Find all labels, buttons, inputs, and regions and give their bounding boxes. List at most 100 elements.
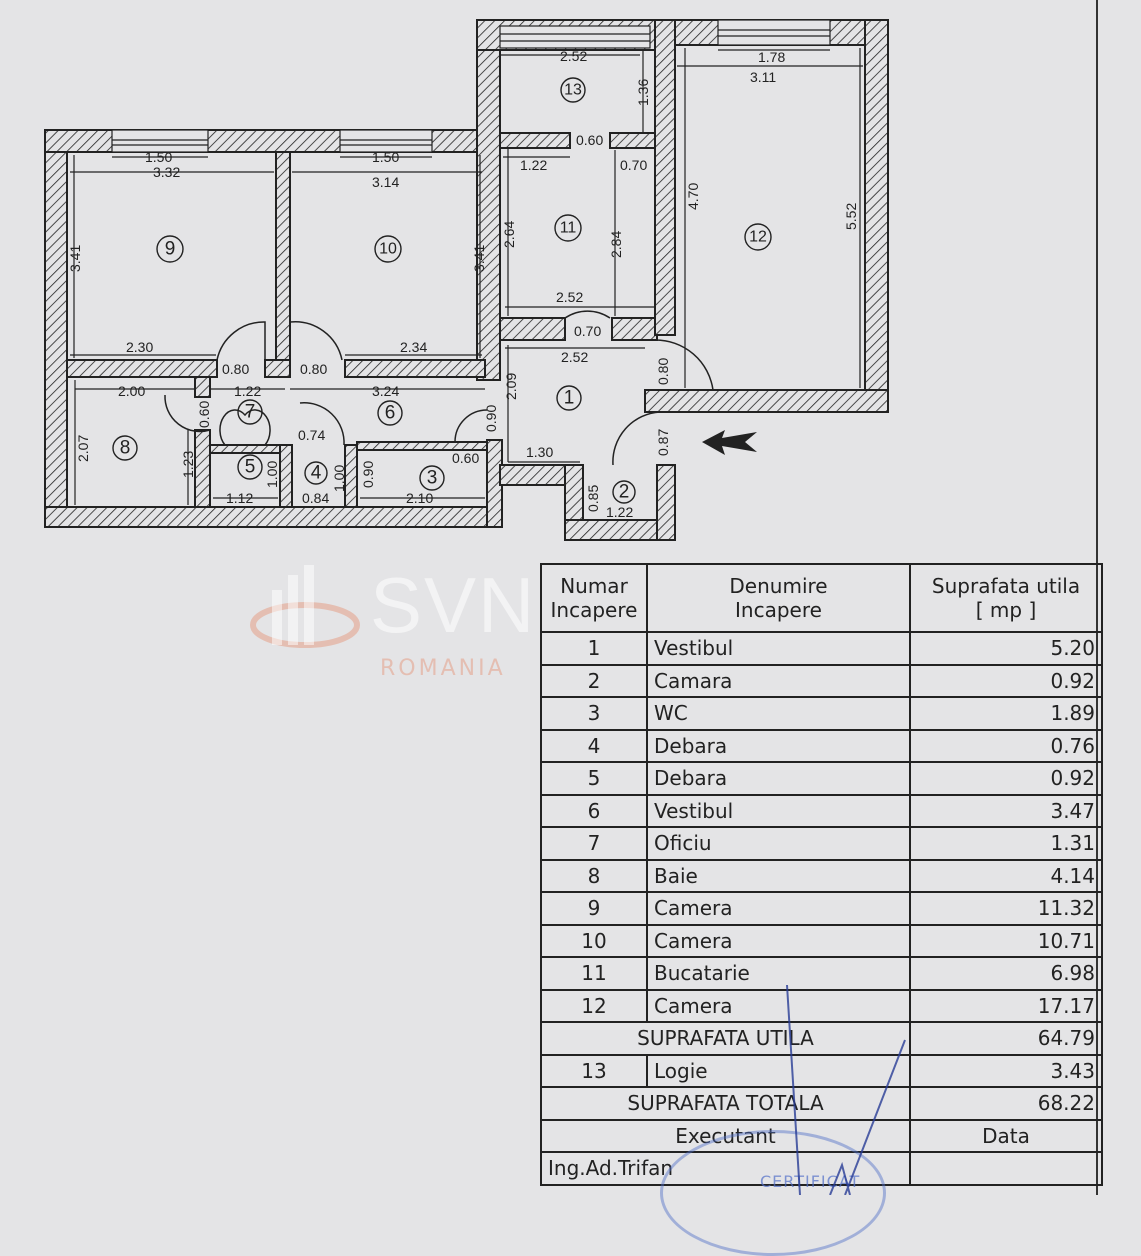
stamp-text: CERTIFICAT xyxy=(760,1172,861,1191)
dim-label: 1.36 xyxy=(635,79,651,106)
header-text: Incapere xyxy=(550,598,638,622)
dim-label: 1.23 xyxy=(180,451,196,478)
header-text: Incapere xyxy=(735,598,822,622)
room-name: Vestibul xyxy=(646,793,911,828)
dim-label: 2.00 xyxy=(118,383,145,399)
floor-plan: 1 2 3 4 5 6 7 8 9 10 11 12 13 1.50 3.32 … xyxy=(44,19,889,541)
dim-label: 1.22 xyxy=(606,504,633,520)
header-text: Denumire xyxy=(729,574,828,598)
room-number-11: 11 xyxy=(560,220,577,237)
room-number: 3 xyxy=(540,696,648,731)
room-number: 12 xyxy=(540,988,648,1023)
room-number-4: 4 xyxy=(311,463,322,484)
dim-label: 2.10 xyxy=(406,490,433,506)
header-text: [ mp ] xyxy=(975,598,1037,622)
room-name: Vestibul xyxy=(646,631,911,666)
dimension-lines xyxy=(70,48,863,505)
room-number: 7 xyxy=(540,826,648,861)
room-name: Debara xyxy=(646,761,911,796)
dim-label: 0.60 xyxy=(452,450,479,466)
dim-label: 3.24 xyxy=(372,383,399,399)
dim-label: 1.00 xyxy=(331,465,347,492)
room-area: 0.92 xyxy=(909,761,1103,796)
room-name: Bucatarie xyxy=(646,956,911,991)
room-number-13: 13 xyxy=(564,82,582,99)
dim-label: 0.84 xyxy=(302,490,329,506)
dim-label: 2.07 xyxy=(75,435,91,462)
windows xyxy=(111,19,831,153)
room-area: 17.17 xyxy=(909,988,1103,1023)
room-name: Oficiu xyxy=(646,826,911,861)
useful-area-row: SUPRAFATA UTILA 64.79 xyxy=(540,1021,1103,1056)
room-number-2: 2 xyxy=(619,482,630,503)
room-number-5: 5 xyxy=(245,457,256,478)
dim-label: 1.50 xyxy=(145,149,172,165)
dim-label: 3.14 xyxy=(372,174,399,190)
room-numbers xyxy=(112,77,772,504)
room-name: Camera xyxy=(646,891,911,926)
watermark-text: SVN xyxy=(370,561,537,649)
header-area: Suprafata utila[ mp ] xyxy=(909,563,1103,633)
room-area: 5.20 xyxy=(909,631,1103,666)
date-value xyxy=(909,1151,1103,1186)
room-number-1: 1 xyxy=(564,388,575,409)
dim-label: 3.41 xyxy=(471,245,487,272)
dim-label: 2.52 xyxy=(560,48,587,64)
dim-label: 0.70 xyxy=(620,157,647,173)
dim-label: 1.00 xyxy=(264,461,280,488)
room-number: 1 xyxy=(540,631,648,666)
header-text: Suprafata utila xyxy=(931,574,1081,598)
dim-label: 0.87 xyxy=(655,429,671,456)
total-area-label: SUPRAFATA TOTALA xyxy=(540,1086,911,1121)
useful-area-label: SUPRAFATA UTILA xyxy=(540,1021,911,1056)
dim-label: 2.09 xyxy=(503,373,519,400)
dim-label: 5.52 xyxy=(843,203,859,230)
dim-label: 2.52 xyxy=(561,349,588,365)
room-number: 8 xyxy=(540,858,648,893)
room-name: Camara xyxy=(646,663,911,698)
room-name: WC xyxy=(646,696,911,731)
watermark-subtext: ROMANIA xyxy=(380,656,506,681)
room-number-9: 9 xyxy=(165,239,176,260)
dim-label: 0.80 xyxy=(222,361,249,377)
room-number-6: 6 xyxy=(385,403,396,424)
room-number: 2 xyxy=(540,663,648,698)
dim-label: 3.41 xyxy=(67,245,83,272)
room-area: 0.92 xyxy=(909,663,1103,698)
room-number-8: 8 xyxy=(120,438,131,459)
room-area: 6.98 xyxy=(909,956,1103,991)
room-area: 3.43 xyxy=(909,1053,1103,1088)
room-area: 0.76 xyxy=(909,728,1103,763)
watermark-logo-icon xyxy=(250,565,360,648)
useful-area-value: 64.79 xyxy=(909,1021,1103,1056)
dim-label: 0.90 xyxy=(360,461,376,488)
dim-label: 0.74 xyxy=(298,427,325,443)
dim-label: 1.22 xyxy=(234,383,261,399)
dim-label: 0.60 xyxy=(196,401,212,428)
room-name: Logie xyxy=(646,1053,911,1088)
dim-label: 1.30 xyxy=(526,444,553,460)
room-number-12: 12 xyxy=(749,229,767,246)
dim-label: 0.85 xyxy=(585,485,601,512)
room-area: 3.47 xyxy=(909,793,1103,828)
dim-label: 2.84 xyxy=(608,231,624,258)
stamp-icon xyxy=(660,1130,886,1256)
room-number: 4 xyxy=(540,728,648,763)
dim-label: 2.52 xyxy=(556,289,583,305)
dim-label: 1.22 xyxy=(520,157,547,173)
